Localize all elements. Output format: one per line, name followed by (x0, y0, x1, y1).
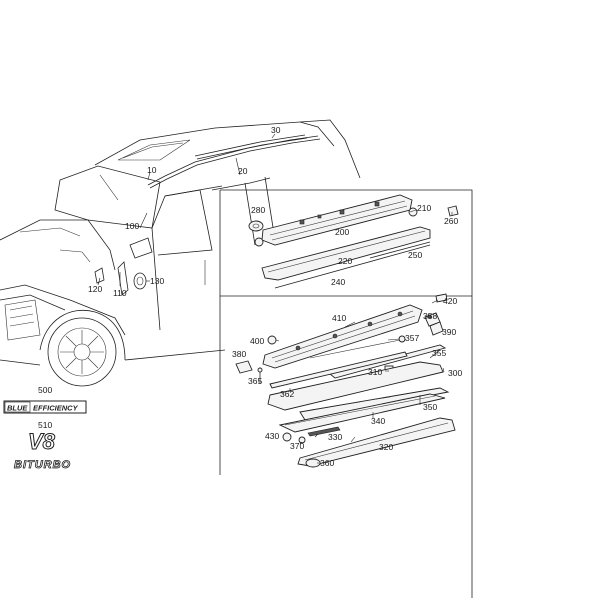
callout-labels: 10 20 30 100 110 120 130 280 210 260 200… (38, 125, 462, 468)
callout-355: 355 (432, 348, 446, 358)
badge-blue-text: BLUE (7, 404, 28, 413)
callout-250: 250 (408, 250, 422, 260)
callout-360: 360 (320, 458, 334, 468)
callout-310: 310 (368, 367, 382, 377)
callout-320: 320 (379, 442, 393, 452)
running-board-lower (235, 293, 456, 468)
callout-370: 370 (290, 441, 304, 451)
callout-358: 358 (423, 311, 437, 321)
callout-510: 510 (38, 420, 52, 430)
callout-410: 410 (332, 313, 346, 323)
callout-400: 400 (250, 336, 264, 346)
callout-430: 430 (265, 431, 279, 441)
callout-357: 357 (405, 333, 419, 343)
callout-260: 260 (444, 216, 458, 226)
callout-100: 100 (125, 221, 139, 231)
callout-280: 280 (251, 205, 265, 215)
callout-110: 110 (113, 288, 127, 298)
callout-350: 350 (423, 402, 437, 412)
callout-380: 380 (232, 349, 246, 359)
callout-200: 200 (335, 227, 349, 237)
badge-biturbo-text: BITURBO (14, 459, 71, 471)
callout-362: 362 (280, 389, 294, 399)
detail-frames (219, 189, 473, 598)
callout-240: 240 (331, 277, 345, 287)
callout-500: 500 (38, 385, 52, 395)
rocker-panel-upper (248, 194, 459, 289)
vehicle-illustration (0, 119, 361, 387)
callout-210: 210 (417, 203, 431, 213)
callout-390: 390 (442, 327, 456, 337)
callout-365: 365 (248, 376, 262, 386)
callout-300: 300 (448, 368, 462, 378)
callout-130: 130 (150, 276, 164, 286)
callout-330: 330 (328, 432, 342, 442)
badge-v8-text: V8 (28, 429, 56, 454)
badge-efficiency-text: EFFICIENCY (33, 404, 79, 413)
callout-420: 420 (443, 296, 457, 306)
callout-340: 340 (371, 416, 385, 426)
callout-30: 30 (271, 125, 281, 135)
callout-10: 10 (147, 165, 157, 175)
callout-20: 20 (238, 166, 248, 176)
callout-120: 120 (88, 284, 102, 294)
callout-220: 220 (338, 256, 352, 266)
badge-blue-efficiency: BLUE EFFICIENCY (3, 400, 87, 414)
